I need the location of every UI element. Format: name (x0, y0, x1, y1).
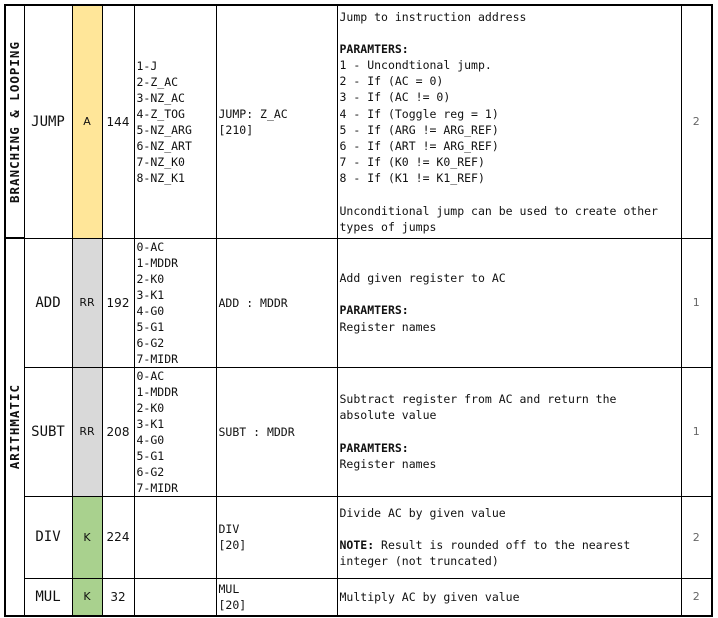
description-summary: Multiply AC by given value (339, 589, 520, 604)
description-summary: Divide AC by given value (339, 505, 506, 520)
instruction-row-jump: BRANCHING & LOOPING JUMP A 144 1-J 2-Z_A… (4, 4, 713, 239)
group-cell-arithmatic: ARITHMATIC (4, 237, 25, 617)
description-summary: Subtract register from AC and return the… (339, 392, 617, 423)
instruction-row-subt: SUBT RR 208 0-AC 1-MDDR 2-K0 3-K1 4-G0 5… (5, 366, 713, 497)
instruction-name: DIV (23, 495, 73, 579)
instruction-params: 0-AC 1-MDDR 2-K0 3-K1 4-G0 5-G1 6-G2 7-M… (133, 366, 217, 497)
instruction-example: SUBT : MDDR (215, 366, 338, 497)
instruction-type-badge: K (71, 495, 103, 579)
group-label-branching-looping: BRANCHING & LOOPING (7, 40, 23, 203)
instruction-type-badge: K (71, 577, 103, 617)
instruction-params: 1-J 2-Z_AC 3-NZ_AC 4-Z_TOG 5-NZ_ARG 6-NZ… (133, 4, 217, 239)
example-line: [210] (218, 122, 254, 137)
instruction-example: DIV [20] (215, 495, 338, 579)
instruction-params: 0-AC 1-MDDR 2-K0 3-K1 4-G0 5-G1 6-G2 7-M… (133, 237, 217, 368)
instruction-params (133, 577, 217, 617)
group-label-arithmatic: ARITHMATIC (7, 384, 23, 470)
instruction-type-badge: A (71, 4, 103, 239)
description-detail: Register names (339, 456, 437, 471)
instruction-size: 1 (680, 237, 713, 368)
example-line: SUBT : MDDR (218, 424, 295, 439)
description-summary: Jump to instruction address (339, 9, 527, 24)
instruction-opcode: 192 (101, 237, 135, 368)
description-item: 4 - If (Toggle reg = 1) (339, 106, 499, 121)
instruction-type-badge: RR (71, 237, 103, 368)
instruction-opcode: 144 (101, 4, 135, 239)
example-line: ADD : MDDR (218, 295, 288, 310)
instruction-size: 1 (680, 366, 713, 497)
example-line: [20] (218, 597, 247, 612)
instruction-name: JUMP (23, 4, 73, 239)
instruction-row-div: DIV K 224 DIV [20] Divide AC by given va… (5, 495, 713, 579)
instruction-params (133, 495, 217, 579)
group-cell-branching: BRANCHING & LOOPING (4, 4, 25, 239)
instruction-description: Jump to instruction address PARAMTERS: 1… (336, 4, 682, 239)
description-item: 5 - If (ARG != ARG_REF) (339, 122, 499, 137)
description-item: 7 - If (K0 != K0_REF) (339, 155, 485, 170)
example-line: MUL (218, 581, 240, 596)
description-item: 3 - If (AC != 0) (339, 90, 451, 105)
description-item: 2 - If (AC = 0) (339, 74, 444, 89)
description-note-text: Result is rounded off to the nearest int… (339, 537, 631, 569)
description-heading: PARAMTERS: (339, 41, 409, 56)
instruction-opcode: 208 (101, 366, 135, 497)
instruction-example: ADD : MDDR (215, 237, 338, 368)
instruction-example: MUL [20] (215, 577, 338, 617)
instruction-description: Multiply AC by given value (336, 577, 682, 617)
description-item: 1 - Uncondtional jump. (339, 57, 492, 72)
instruction-example: JUMP: Z_AC [210] (215, 4, 338, 239)
description-heading: PARAMTERS: (339, 440, 409, 455)
example-line: JUMP: Z_AC (218, 106, 288, 121)
description-footer: Unconditional jump can be used to create… (339, 203, 659, 234)
instruction-row-add: ARITHMATIC ADD RR 192 0-AC 1-MDDR 2-K0 3… (4, 237, 713, 617)
description-note-label: NOTE: (339, 537, 375, 552)
description-item: 6 - If (ART != ARG_REF) (339, 138, 499, 153)
description-summary: Add given register to AC (339, 271, 506, 286)
instruction-row-mul: MUL K 32 MUL [20] Multiply AC by given v… (5, 577, 713, 617)
instruction-name: MUL (23, 577, 73, 617)
example-line: [20] (218, 538, 247, 552)
instruction-table: BRANCHING & LOOPING JUMP A 144 1-J 2-Z_A… (4, 4, 713, 617)
instruction-opcode: 224 (101, 495, 135, 579)
description-detail: Register names (339, 319, 437, 334)
instruction-size: 2 (680, 4, 713, 239)
instruction-name: ADD (23, 237, 73, 368)
instruction-description: Divide AC by given value NOTE: Result is… (336, 495, 682, 579)
instruction-size: 2 (680, 495, 713, 579)
description-item: 8 - If (K1 != K1_REF) (339, 171, 485, 186)
example-line: DIV (218, 522, 240, 536)
instruction-description: Subtract register from AC and return the… (336, 366, 682, 497)
instruction-opcode: 32 (101, 577, 135, 617)
instruction-description: Add given register to AC PARAMTERS: Regi… (336, 237, 682, 368)
instruction-name: SUBT (23, 366, 73, 497)
description-heading: PARAMTERS: (339, 303, 409, 318)
instruction-type-badge: RR (71, 366, 103, 497)
instruction-size: 2 (680, 577, 713, 617)
